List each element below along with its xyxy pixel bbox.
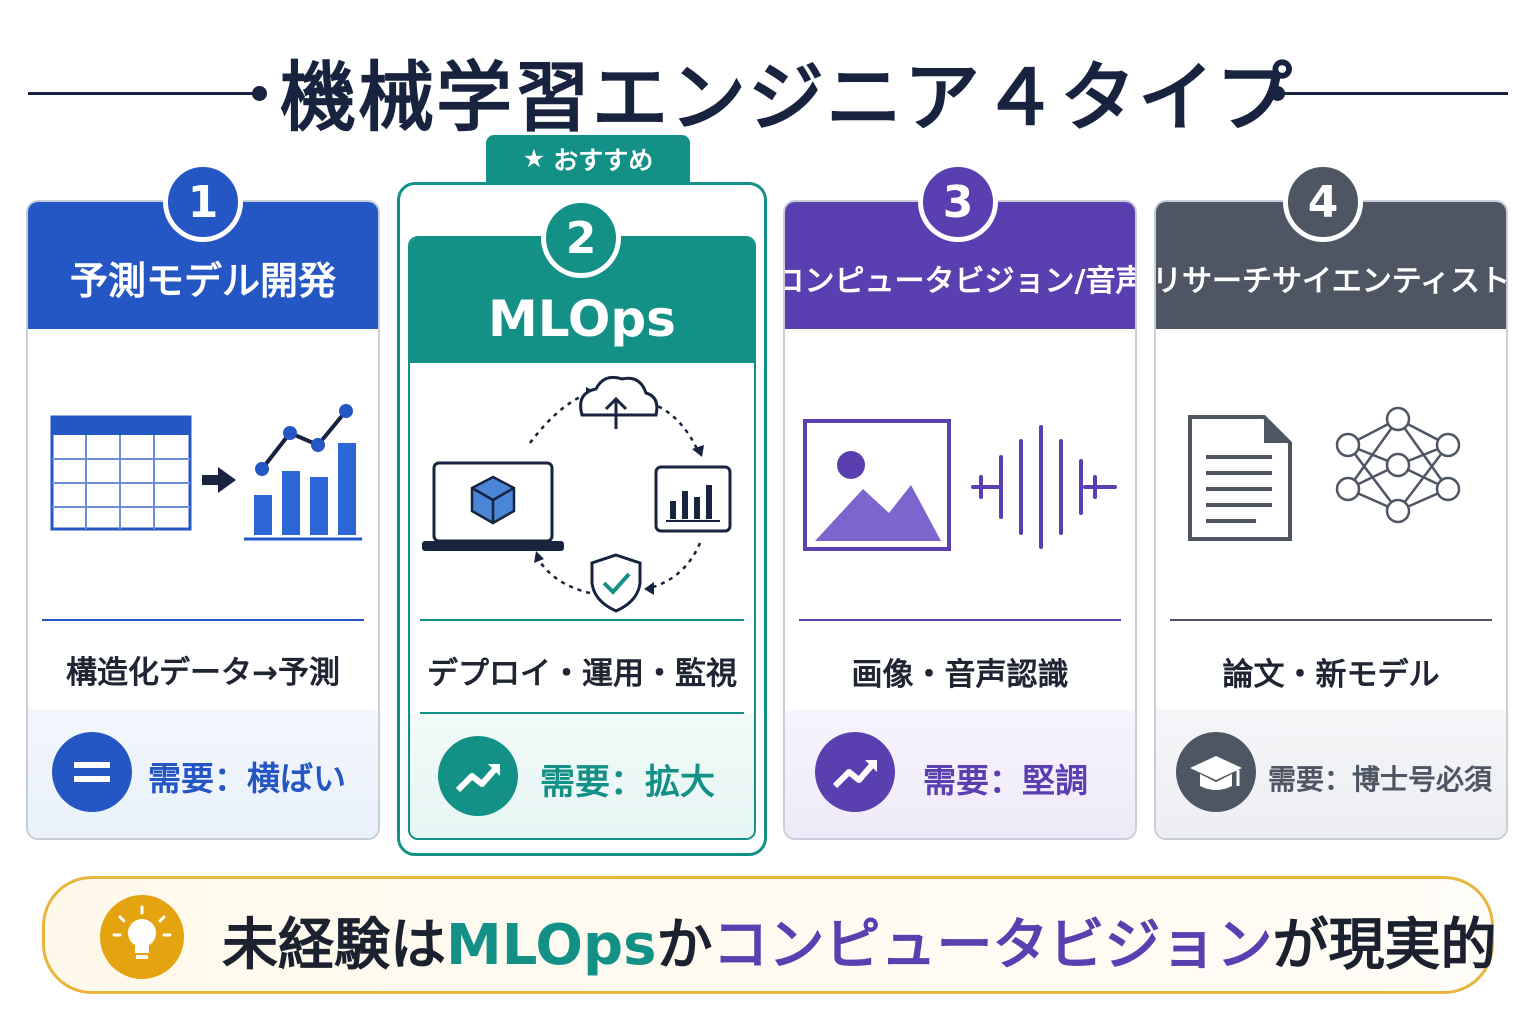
demand-row: 需要：博士号必須 [1156, 710, 1506, 838]
conclusion-banner [42, 876, 1494, 994]
arrow-right-icon [202, 467, 236, 493]
demand-row: 需要：堅調 [785, 710, 1135, 838]
page-title: 機械学習エンジニア４タイプ [280, 53, 1294, 142]
mlops-cycle-illustration [410, 363, 754, 618]
image-and-audio-illustration [785, 329, 1135, 619]
title-row: 機械学習エンジニア４タイプ [0, 20, 1536, 142]
card-description: デプロイ・運用・監視 [427, 656, 737, 692]
divider [42, 619, 364, 621]
graduation-cap-icon [1176, 732, 1256, 812]
divider [1170, 619, 1492, 621]
lightbulb-icon [100, 895, 184, 979]
number-badge-4: 4 [1283, 162, 1363, 242]
bar-chart-icon [244, 404, 362, 541]
card-research-scientist: リサーチサイエンティスト 論文・新モデル [1154, 200, 1508, 840]
demand-text: 需要：博士号必須 [1268, 763, 1493, 796]
demand-text: 需要：横ばい [148, 759, 346, 798]
card-computer-vision-audio: コンピュータビジョン/音声 画像・音声認識 [783, 200, 1137, 840]
demand-text: 需要：拡大 [540, 763, 716, 803]
demand-row: 需要：拡大 [410, 714, 754, 838]
image-icon [803, 419, 951, 551]
number-badge-3: 3 [918, 162, 998, 242]
number-badge-1: 1 [163, 162, 243, 242]
monitoring-chart-icon [654, 465, 732, 533]
card-description: 構造化データ→予測 [66, 655, 340, 691]
title-dot-left [252, 86, 267, 101]
card-title: リサーチサイエンティスト [1156, 202, 1506, 329]
recommend-label: おすすめ [553, 145, 654, 175]
shield-check-icon [590, 553, 642, 613]
recommend-tag: ★ おすすめ [486, 135, 690, 182]
trend-up-icon [815, 732, 895, 812]
banner-part-1: 未経験は [222, 913, 446, 978]
neural-network-icon [1335, 406, 1461, 524]
divider [420, 619, 744, 621]
demand-row: 需要：横ばい [28, 710, 378, 838]
cloud-upload-icon [579, 375, 659, 429]
trend-up-icon [438, 736, 518, 816]
demand-text: 需要：堅調 [923, 761, 1088, 800]
number-badge-2: 2 [541, 198, 621, 278]
table-icon [50, 415, 192, 531]
paper-and-network-illustration [1156, 329, 1506, 619]
card-description: 画像・音声認識 [851, 657, 1069, 693]
table-to-chart-illustration [28, 329, 378, 619]
banner-highlight-cv: コンピュータビジョン [712, 913, 1273, 978]
laptop-icon [422, 461, 564, 551]
divider [420, 712, 744, 714]
star-icon: ★ [522, 144, 546, 173]
title-rule-right [1276, 92, 1508, 95]
title-rule-left [28, 92, 260, 95]
conclusion-text: 未経験はMLOpsかコンピュータビジョンが現実的 [222, 900, 1496, 981]
banner-part-3: か [656, 913, 713, 978]
equals-icon [52, 732, 132, 812]
document-icon [1188, 415, 1292, 541]
card-description: 論文・新モデル [1222, 657, 1440, 693]
divider [799, 619, 1121, 621]
card-predictive-modeling: 予測モデル開発 [26, 200, 380, 840]
card-title: 予測モデル開発 [28, 202, 378, 329]
sound-wave-icon [971, 425, 1117, 549]
banner-highlight-mlops: MLOps [446, 913, 657, 978]
banner-part-5: が現実的 [1272, 913, 1497, 978]
card-mlops: MLOps [408, 236, 756, 840]
